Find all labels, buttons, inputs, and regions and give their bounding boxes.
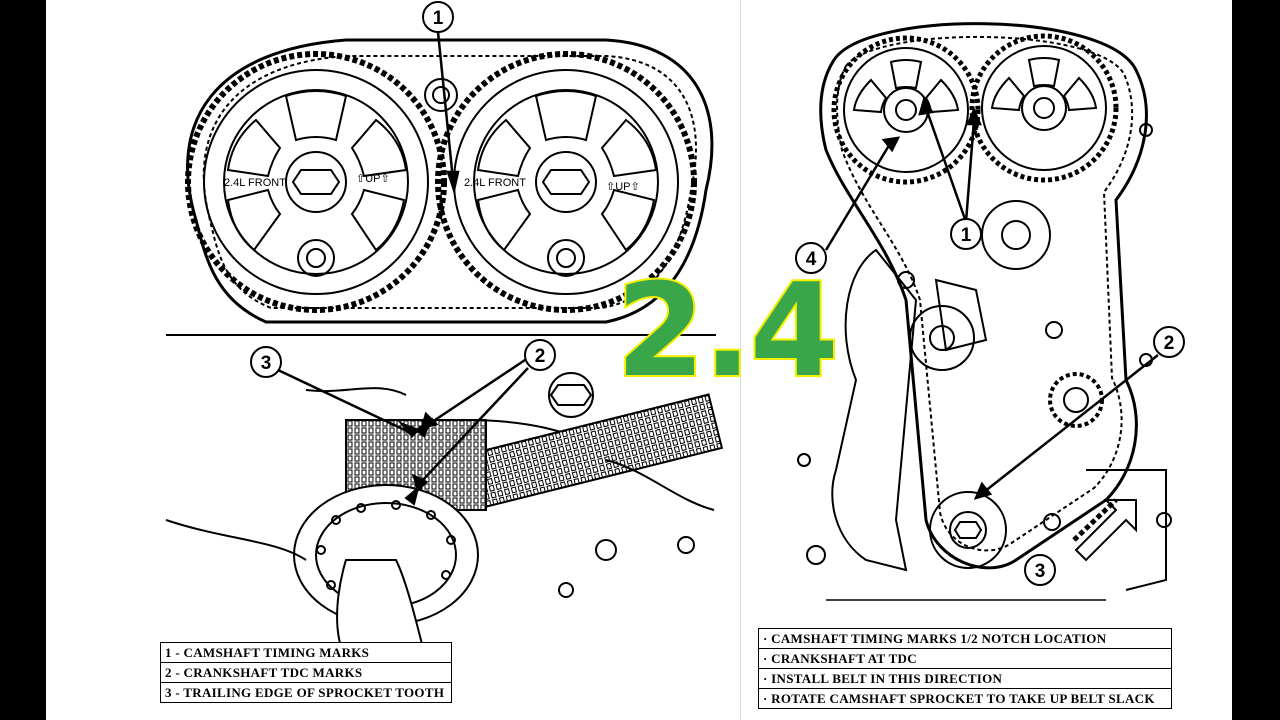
left-legend-row: 3 - TRAILING EDGE OF SPROCKET TOOTH [160, 682, 452, 703]
right-legend-row: · INSTALL BELT IN THIS DIRECTION [758, 668, 1172, 689]
diagram-canvas: 1 3 2 2.4L FRONT ⇧UP⇧ 2.4L FRONT ⇧UP⇧ [46, 0, 1232, 720]
right-legend-item-1: · CAMSHAFT TIMING MARKS 1/2 NOTCH LOCATI… [758, 628, 1172, 649]
left-callout-1-label: 1 [433, 8, 444, 29]
install-direction-arrow [1072, 498, 1137, 562]
right-callout-1: 1 [950, 218, 982, 250]
right-sprocket-up-text: ⇧UP⇧ [606, 181, 640, 193]
right-legend-table: · CAMSHAFT TIMING MARKS 1/2 NOTCH LOCATI… [758, 628, 1172, 709]
right-sprocket-front-text: 2.4L FRONT [464, 177, 526, 189]
timing-belt-illustration: 1 3 2 2.4L FRONT ⇧UP⇧ 2.4L FRONT ⇧UP⇧ [165, 1, 1185, 661]
left-legend-row: 2 - CRANKSHAFT TDC MARKS [160, 662, 452, 683]
right-legend-row: · CRANKSHAFT AT TDC [758, 648, 1172, 669]
right-legend-item-4: · ROTATE CAMSHAFT SPROCKET TO TAKE UP BE… [758, 688, 1172, 709]
left-legend-row: 1 - CAMSHAFT TIMING MARKS [160, 642, 452, 663]
right-callout-2-label: 2 [1164, 333, 1175, 354]
right-legend-row: · CAMSHAFT TIMING MARKS 1/2 NOTCH LOCATI… [758, 628, 1172, 649]
left-callout-3-label: 3 [261, 353, 272, 374]
right-legend-item-2: · CRANKSHAFT AT TDC [758, 648, 1172, 669]
left-callout-2: 2 [524, 339, 556, 371]
right-callout-3-label: 3 [1035, 561, 1046, 582]
right-callout-4: 4 [795, 242, 827, 274]
right-callout-3: 3 [1024, 554, 1056, 586]
left-callout-3: 3 [250, 346, 282, 378]
panel-divider [740, 0, 741, 720]
left-legend-table: 1 - CAMSHAFT TIMING MARKS 2 - CRANKSHAFT… [160, 642, 452, 703]
left-callout-1: 1 [422, 1, 454, 33]
right-callout-2: 2 [1153, 326, 1185, 358]
left-legend-item-2: 2 - CRANKSHAFT TDC MARKS [160, 662, 452, 683]
right-callout-1-label: 1 [961, 225, 972, 246]
right-callout-4-label: 4 [806, 249, 817, 270]
right-engine-assembly [797, 22, 1172, 601]
left-sprocket-front-text: 2.4L FRONT [224, 177, 286, 189]
right-legend-row: · ROTATE CAMSHAFT SPROCKET TO TAKE UP BE… [758, 688, 1172, 709]
engine-size-overlay-label: 2.4 [614, 257, 841, 406]
left-legend-item-3: 3 - TRAILING EDGE OF SPROCKET TOOTH [160, 682, 452, 703]
right-legend-item-3: · INSTALL BELT IN THIS DIRECTION [758, 668, 1172, 689]
left-crank-assembly [165, 372, 724, 661]
left-leader-lines [277, 31, 529, 493]
right-leader-lines [824, 97, 1159, 500]
left-cam-assembly [166, 38, 716, 336]
left-sprocket-up-text: ⇧UP⇧ [356, 173, 390, 185]
left-legend-item-1: 1 - CAMSHAFT TIMING MARKS [160, 642, 452, 663]
left-callout-2-label: 2 [535, 346, 546, 367]
